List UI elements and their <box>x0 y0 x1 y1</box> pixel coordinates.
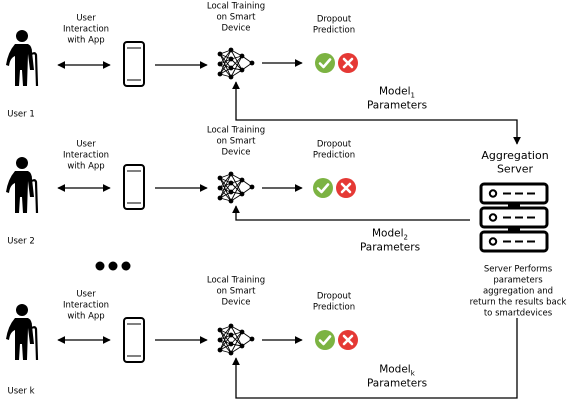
neural-network-icon <box>217 47 255 80</box>
cross-circle-icon <box>336 51 360 75</box>
row-2 <box>4 155 470 221</box>
neural-network-icon <box>217 323 255 356</box>
model-label-parameters: Parameters <box>367 378 427 390</box>
smartphone-icon <box>123 41 145 87</box>
smartphone-icon <box>123 317 145 363</box>
model-label-parameters: Parameters <box>367 100 427 112</box>
user-label: User 1 <box>7 110 34 120</box>
model-label: Model2 <box>372 228 408 242</box>
cross-circle-icon <box>334 176 358 200</box>
neural-network-icon <box>217 171 255 204</box>
ellipsis-icon <box>95 261 131 271</box>
elderly-person-with-cane-icon <box>4 155 39 215</box>
elderly-person-with-cane-icon <box>4 302 39 362</box>
check-circle-icon <box>313 328 337 352</box>
check-circle-icon <box>311 176 335 200</box>
model-label: Model1 <box>379 86 415 100</box>
check-circle-icon <box>313 51 337 75</box>
smartphone-icon <box>123 164 145 210</box>
model-parameter-exchange-arrow <box>232 205 470 221</box>
cross-circle-icon <box>336 328 360 352</box>
model-label: Modelk <box>379 364 416 378</box>
model-parameter-exchange-arrow <box>232 318 518 399</box>
server-icon <box>479 182 549 253</box>
model-parameter-exchange-arrow <box>232 81 521 145</box>
row-1 <box>4 28 521 145</box>
user-label: User 2 <box>7 237 34 247</box>
elderly-person-with-cane-icon <box>4 28 39 88</box>
model-label-parameters: Parameters <box>360 242 420 254</box>
user-label: User k <box>8 387 35 397</box>
row-k <box>4 302 518 399</box>
